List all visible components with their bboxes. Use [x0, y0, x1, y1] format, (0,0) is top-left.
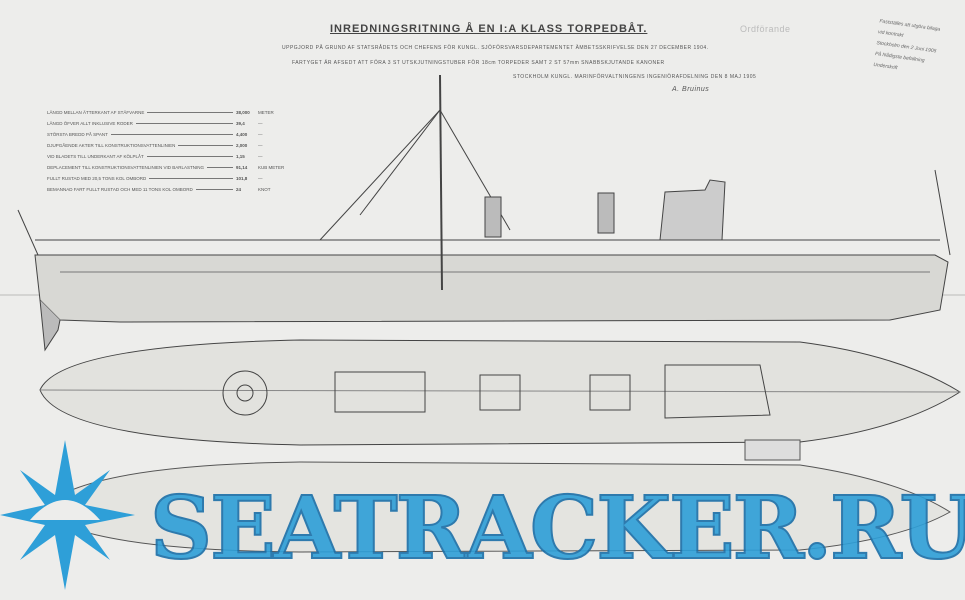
specification-table: LÄNGD MELLAN ÄTTERKANT AF STÄFVARNE 38,00… — [47, 107, 285, 195]
spec-unit: KNOT — [258, 187, 271, 192]
watermark-text: SEATRACKER.RU — [149, 477, 965, 580]
spec-label: DJUPGÅENDE AKTER TILL KONSTRUKTIONSVATTE… — [47, 143, 176, 148]
spec-value: 38,000 — [236, 110, 250, 115]
spec-unit: — — [258, 143, 263, 148]
spec-value: 1,15 — [236, 154, 245, 159]
spec-value: 4,400 — [236, 132, 248, 137]
office-line: STOCKHOLM KUNGL. MARINFÖRVALTNINGENS ING… — [513, 74, 757, 80]
spec-value: 39,4 — [236, 121, 245, 126]
spec-row: DJUPGÅENDE AKTER TILL KONSTRUKTIONSVATTE… — [47, 140, 282, 151]
spec-value: 101,8 — [236, 176, 248, 181]
drawing-title: INREDNINGSRITNING Å EN I:A KLASS TORPEDB… — [330, 23, 648, 35]
spec-row: LÄNGD MELLAN ÄTTERKANT AF STÄFVARNE 38,00… — [47, 107, 282, 118]
subtitle-2: FARTYGET ÄR AFSEDT ATT FÖRA 3 ST UTSKJUT… — [292, 60, 665, 66]
subtitle-1: UPPGJORD PÅ GRUND AF STATSRÅDETS OCH CHE… — [282, 45, 709, 51]
spec-row: FULLT RUSTAD MED 20,5 TONS KOL OMBORD 101… — [47, 173, 282, 184]
spec-unit: METER — [258, 110, 274, 115]
spec-value: 2,000 — [236, 143, 248, 148]
spec-row: STÖRSTA BREDD PÅ SPANT 4,400 — — [47, 129, 282, 140]
approval-notes: Fastställes att utgöra bilaga vid kontra… — [873, 16, 965, 82]
watermark-sun-logo — [0, 440, 135, 590]
spec-label: LÄNGD ÖFVER ALLT INKLUSIVE RODER — [47, 121, 133, 126]
title-stamp: Ordförande — [740, 24, 791, 34]
spec-unit: KUB METER — [258, 165, 285, 170]
profile-view — [0, 74, 965, 352]
spec-row: BEMANNAD FART FULLT RUSTAD OCH MED 11 TO… — [47, 184, 282, 195]
spec-unit: — — [258, 121, 263, 126]
hold-plan-view — [39, 439, 951, 553]
spec-row: LÄNGD ÖFVER ALLT INKLUSIVE RODER 39,4 — — [47, 118, 282, 129]
spec-label: BEMANNAD FART FULLT RUSTAD OCH MED 11 TO… — [47, 187, 193, 192]
spec-row: VID BLADETS TILL UNDERKANT AF KÖLPLÅT 1,1… — [47, 151, 282, 162]
spec-unit: — — [258, 176, 263, 181]
spec-label: FULLT RUSTAD MED 20,5 TONS KOL OMBORD — [47, 176, 147, 181]
spec-unit: — — [258, 154, 263, 159]
signature: A. Bruinus — [672, 86, 710, 93]
spec-label: STÖRSTA BREDD PÅ SPANT — [47, 132, 108, 137]
spec-label: DEPLACEMENT TILL KONSTRUKTIONSVATTENLINI… — [47, 165, 205, 170]
spec-row: DEPLACEMENT TILL KONSTRUKTIONSVATTENLINI… — [47, 162, 285, 173]
deck-plan-view — [39, 339, 961, 446]
spec-label: VID BLADETS TILL UNDERKANT AF KÖLPLÅT — [47, 154, 144, 159]
spec-label: LÄNGD MELLAN ÄTTERKANT AF STÄFVARNE — [47, 110, 145, 115]
spec-value: 24 — [236, 187, 242, 192]
spec-unit: — — [258, 132, 263, 137]
spec-value: 91,14 — [236, 165, 248, 170]
